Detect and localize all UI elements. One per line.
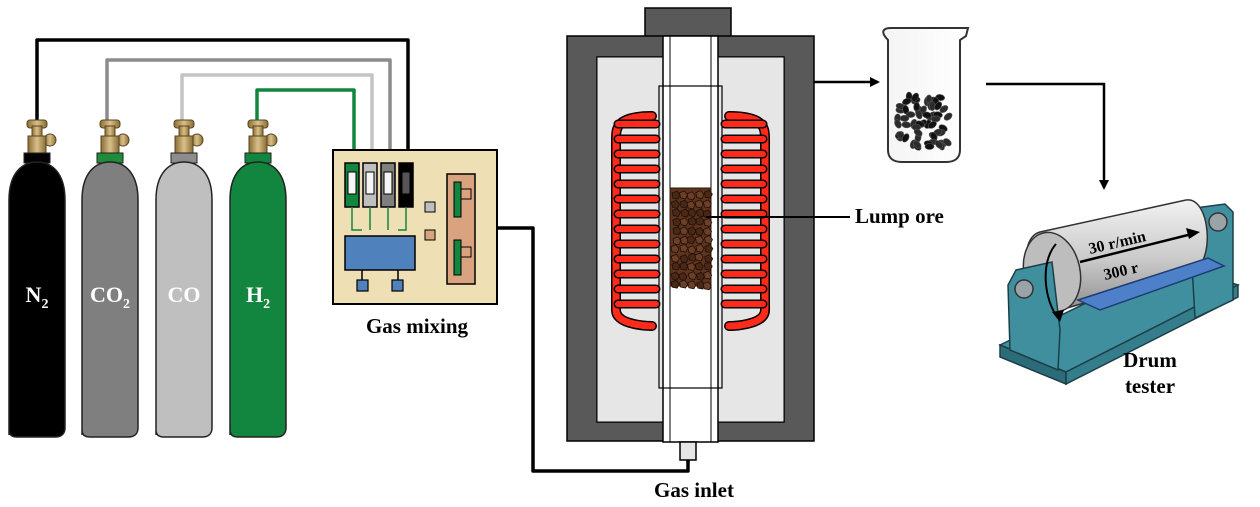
indicator-bottom — [424, 229, 436, 241]
cylinder-h2: H2 — [229, 119, 287, 438]
arrow-to-drum — [986, 82, 1109, 190]
drum-tester-label-line1: Drum — [1123, 348, 1177, 372]
cylinder-label: N2 — [26, 282, 49, 312]
reduced-ore-pile — [894, 91, 953, 151]
flow-meter-co — [362, 162, 378, 208]
cylinder-label: CO2 — [90, 282, 130, 312]
gas-mixing-label: Gas mixing — [366, 314, 469, 338]
cylinder-label: H2 — [246, 282, 270, 312]
speed-arrow — [1079, 232, 1193, 264]
control-unit — [344, 235, 416, 271]
n2-pipe — [35, 38, 410, 170]
flow-meter-co2 — [380, 162, 396, 208]
furnace-cap — [644, 7, 732, 39]
gas-inlet-label: Gas inlet — [654, 478, 734, 502]
gas-pipes — [35, 38, 410, 170]
cylinder-n2: N2 — [8, 119, 66, 438]
valve-right — [391, 279, 404, 292]
heater-coil-right — [720, 111, 770, 331]
valve-left — [356, 279, 369, 292]
cylinder-co: CO — [155, 119, 213, 438]
gas-cylinders: N2 CO2 CO H2 — [8, 119, 287, 438]
flow-meter-n2 — [398, 162, 414, 208]
drum-tester-label-line2: tester — [1125, 374, 1175, 398]
drum-tester — [998, 199, 1240, 386]
heater-coil-left — [611, 111, 661, 331]
drum-tray — [1075, 257, 1226, 311]
mixer-to-inlet-pipe — [497, 226, 690, 473]
beaker — [882, 27, 970, 163]
gas-mixing-panel — [332, 149, 498, 305]
flow-meter-h2 — [344, 162, 360, 208]
h2-pipe — [255, 88, 356, 170]
indicator-top — [424, 201, 436, 213]
lump-ore-label: Lump ore — [855, 204, 944, 228]
reduction-furnace — [566, 7, 815, 461]
co2-pipe — [105, 58, 392, 170]
gas-inlet-port — [679, 441, 697, 461]
cylinder-co2: CO2 — [81, 119, 139, 438]
tube-frame-inner — [658, 85, 723, 389]
co-pipe — [180, 73, 374, 170]
lump-ore-sample — [669, 187, 714, 291]
cylinder-label: CO — [168, 282, 201, 307]
